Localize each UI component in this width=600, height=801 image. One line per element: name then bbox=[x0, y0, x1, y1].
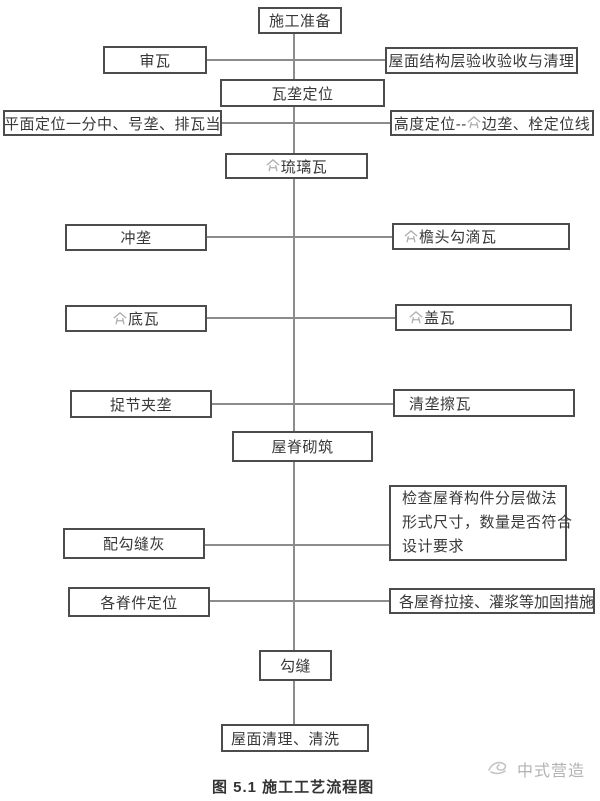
node-label: 底瓦 bbox=[127, 311, 159, 328]
node-label: 审瓦 bbox=[139, 52, 171, 70]
node-label: 各脊件定位 bbox=[100, 594, 178, 612]
node-label: 施工准备 bbox=[268, 13, 331, 30]
node-ridge-masonry: 屋脊砌筑 bbox=[232, 431, 373, 462]
node-check-ridge-components: 检查屋脊构件分层做法 形式尺寸，数量是否符合 设计要求 bbox=[389, 485, 572, 561]
node-eaves-drip-tiles: 檐头勾滴瓦 bbox=[392, 223, 570, 250]
node-label: 屋脊砌筑 bbox=[271, 439, 334, 456]
node-label: 清垄擦瓦 bbox=[409, 395, 472, 413]
connector-line bbox=[293, 179, 295, 431]
node-label: 冲垄 bbox=[120, 230, 152, 247]
node-label: 各屋脊拉接、灌浆等加固措施 bbox=[399, 593, 595, 611]
node-label: 勾缝 bbox=[279, 658, 311, 675]
connector-line bbox=[293, 107, 295, 153]
node-ridge-parts-positioning: 各脊件定位 bbox=[68, 587, 210, 617]
house-watermark-icon bbox=[409, 310, 423, 325]
node-pointing: 勾缝 bbox=[259, 650, 332, 681]
node-label: 瓦垄定位 bbox=[271, 85, 334, 103]
connector-line bbox=[293, 462, 295, 650]
node-label-line: 形式尺寸，数量是否符合 bbox=[402, 514, 573, 531]
node-tile-ridge-layout: 瓦垄定位 bbox=[220, 79, 385, 107]
node-review-tiles: 审瓦 bbox=[103, 46, 207, 74]
node-label: 屋面结构层验收验收与清理 bbox=[388, 53, 575, 70]
node-label: 边垄、栓定位线 bbox=[481, 115, 591, 133]
node-clean-ridge-wipe-tiles: 清垄擦瓦 bbox=[393, 389, 575, 417]
node-bottom-tiles: 底瓦 bbox=[65, 305, 207, 332]
node-glazed-tiles: 琉璃瓦 bbox=[225, 153, 368, 179]
node-construction-preparation: 施工准备 bbox=[258, 7, 342, 34]
connector-line bbox=[207, 236, 392, 238]
node-height-positioning: 高度定位-- 边垄、栓定位线 bbox=[390, 110, 594, 136]
node-roof-structure-acceptance: 屋面结构层验收验收与清理 bbox=[385, 47, 578, 74]
node-label: 琉璃瓦 bbox=[280, 158, 328, 176]
node-label: 盖瓦 bbox=[424, 310, 456, 327]
node-label-line: 设计要求 bbox=[402, 538, 465, 555]
brush-swoosh-icon bbox=[487, 758, 513, 781]
connector-line bbox=[293, 681, 295, 724]
node-roof-cleaning: 屋面清理、清洗 bbox=[221, 724, 369, 752]
node-label-line: 检查屋脊构件分层做法 bbox=[402, 490, 558, 507]
house-watermark-icon bbox=[113, 311, 127, 326]
house-watermark-icon bbox=[467, 116, 481, 130]
connector-line bbox=[222, 122, 390, 124]
node-chonglong: 冲垄 bbox=[65, 224, 207, 251]
node-label: 屋面清理、清洗 bbox=[231, 730, 340, 748]
node-label: 平面定位一分中、号垄、排瓦当 bbox=[4, 115, 222, 133]
figure-caption: 图 5.1 施工工艺流程图 bbox=[212, 779, 375, 796]
node-label: 高度定位-- bbox=[393, 115, 467, 133]
node-ridge-reinforcement: 各屋脊拉接、灌浆等加固措施 bbox=[389, 588, 595, 614]
connector-line bbox=[293, 34, 295, 79]
node-pointing-mortar-mix: 配勾缝灰 bbox=[63, 528, 205, 559]
connector-line bbox=[207, 317, 395, 319]
node-cover-tiles: 盖瓦 bbox=[395, 304, 572, 331]
house-watermark-icon bbox=[266, 159, 280, 173]
connector-line bbox=[207, 59, 385, 61]
connector-line bbox=[210, 600, 389, 602]
connector-line bbox=[205, 544, 389, 546]
node-label: 檐头勾滴瓦 bbox=[419, 229, 497, 246]
node-plane-positioning: 平面定位一分中、号垄、排瓦当 bbox=[3, 110, 222, 136]
connector-line bbox=[212, 403, 393, 405]
node-label: 配勾缝灰 bbox=[102, 536, 165, 553]
node-joint-ridging: 捉节夹垄 bbox=[70, 390, 212, 418]
watermark-logo: 中式营造 bbox=[487, 757, 585, 781]
node-label: 捉节夹垄 bbox=[109, 396, 172, 414]
house-watermark-icon bbox=[404, 229, 418, 244]
watermark-text: 中式营造 bbox=[517, 763, 586, 780]
